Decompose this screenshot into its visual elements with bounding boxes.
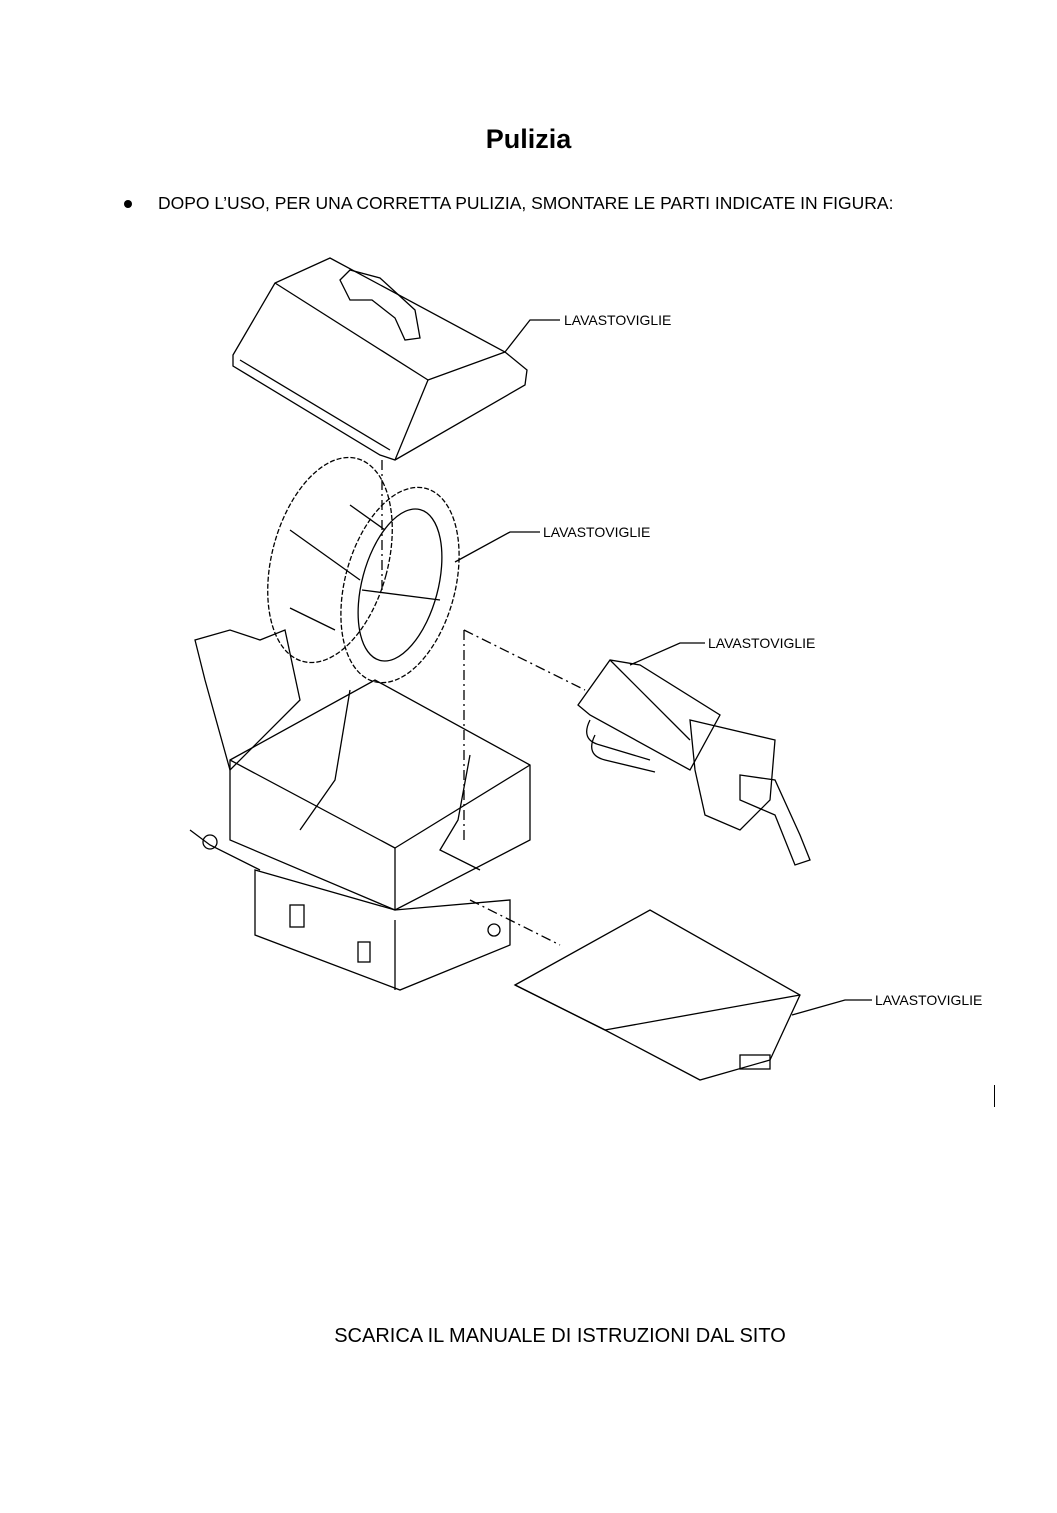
page-title: Pulizia	[485, 124, 572, 154]
lid-part	[232, 257, 528, 461]
instruction-text: DOPO L’USO, PER UNA CORRETTA PULIZIA, SM…	[158, 193, 894, 213]
footer-text: SCARICA IL MANUALE DI ISTRUZIONI DAL SIT…	[334, 1325, 786, 1347]
callout-label-tray: LAVASTOVIGLIE	[875, 992, 982, 1008]
bullet-icon	[124, 199, 132, 208]
callout-label-lid: LAVASTOVIGLIE	[564, 312, 671, 328]
callout-label-heater: LAVASTOVIGLIE	[708, 635, 815, 651]
axis-line	[469, 899, 561, 946]
heater-part	[577, 659, 811, 866]
callout-label-drum: LAVASTOVIGLIE	[543, 524, 650, 540]
instruction-bullet: DOPO L’USO, PER UNA CORRETTA PULIZIA, SM…	[124, 193, 893, 214]
tray-part	[513, 909, 801, 1081]
drum-part	[267, 456, 460, 684]
main-body-part	[189, 629, 531, 991]
text-cursor	[994, 1085, 995, 1107]
callout-leaders	[454, 319, 872, 1016]
axis-line	[463, 629, 586, 691]
